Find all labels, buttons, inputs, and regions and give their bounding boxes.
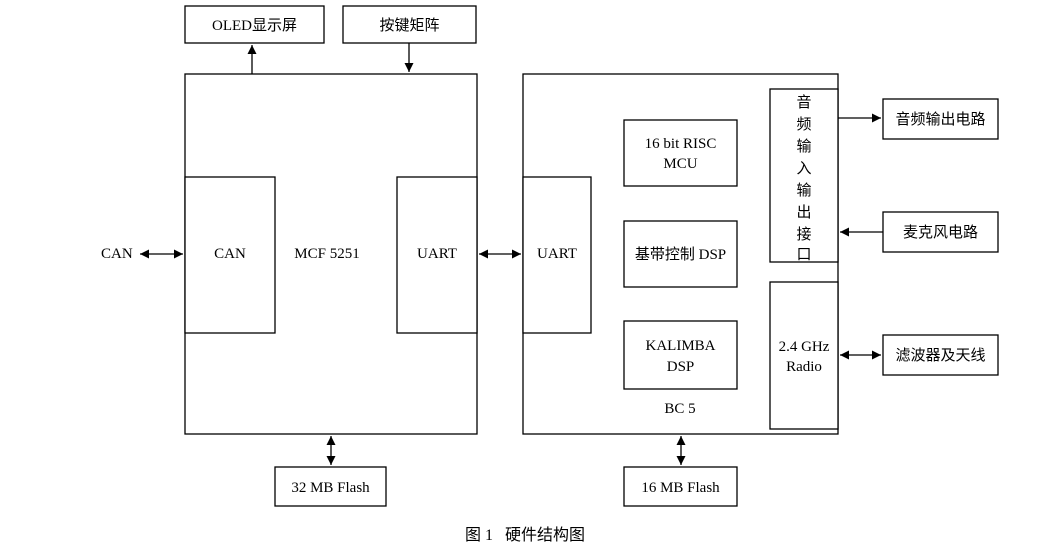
risc-mcu-label-2: MCU [663,156,697,172]
bc5-uart-label: UART [537,246,577,262]
keypad-block: 按键矩阵 [342,5,477,44]
mcf-can-block: CAN [184,176,276,334]
keypad-label: 按键矩阵 [379,17,439,34]
mcf-uart-block: UART [396,176,478,334]
baseband-dsp-label: 基带控制 DSP [635,246,726,263]
flash32-label: 32 MB Flash [291,480,370,496]
risc-mcu-label-1: 16 bit RISC [645,136,717,152]
flash16-block: 16 MB Flash [623,466,738,507]
audio-output-label: 音频输出电路 [895,111,985,128]
audio-if-char: 输 [796,182,811,199]
audio-if-char: 入 [796,161,811,177]
figure-caption: 图 1 硬件结构图 [465,526,585,544]
baseband-dsp-block: 基带控制 DSP [623,220,738,288]
oled-label: OLED显示屏 [212,18,297,34]
risc-mcu-block: 16 bit RISC MCU [623,119,738,187]
audio-if-char: 出 [796,204,811,221]
filter-antenna-block: 滤波器及天线 [882,334,999,376]
flash16-label: 16 MB Flash [641,480,720,496]
can-external-label: CAN [101,246,133,262]
mcf-uart-label: UART [417,246,457,262]
mcf-can-label: CAN [214,246,246,262]
radio-label-2: Radio [786,359,822,375]
radio-label-1: 2.4 GHz [779,339,830,355]
oled-block: OLED显示屏 [184,5,325,44]
microphone-label: 麦克风电路 [903,224,978,241]
audio-output-block: 音频输出电路 [882,98,999,140]
radio-block: 2.4 GHz Radio [769,281,839,430]
audio-if-char: 口 [796,247,811,263]
filter-antenna-label: 滤波器及天线 [895,347,985,364]
bc5-label: BC 5 [664,401,695,417]
kalimba-label-1: KALIMBA [646,338,716,354]
audio-if-char: 音 [796,94,811,111]
mcf5251-label: MCF 5251 [294,246,359,262]
audio-if-char: 频 [796,116,811,133]
flash32-block: 32 MB Flash [274,466,387,507]
kalimba-label-2: DSP [667,359,695,375]
audio-if-char: 输 [796,138,811,155]
bc5-uart-block: UART [522,176,592,334]
audio-if-char: 接 [796,226,811,243]
kalimba-dsp-block: KALIMBA DSP [623,320,738,390]
microphone-block: 麦克风电路 [882,211,999,253]
audio-interface-block: 音 频 输 入 输 出 接 口 [769,88,839,263]
